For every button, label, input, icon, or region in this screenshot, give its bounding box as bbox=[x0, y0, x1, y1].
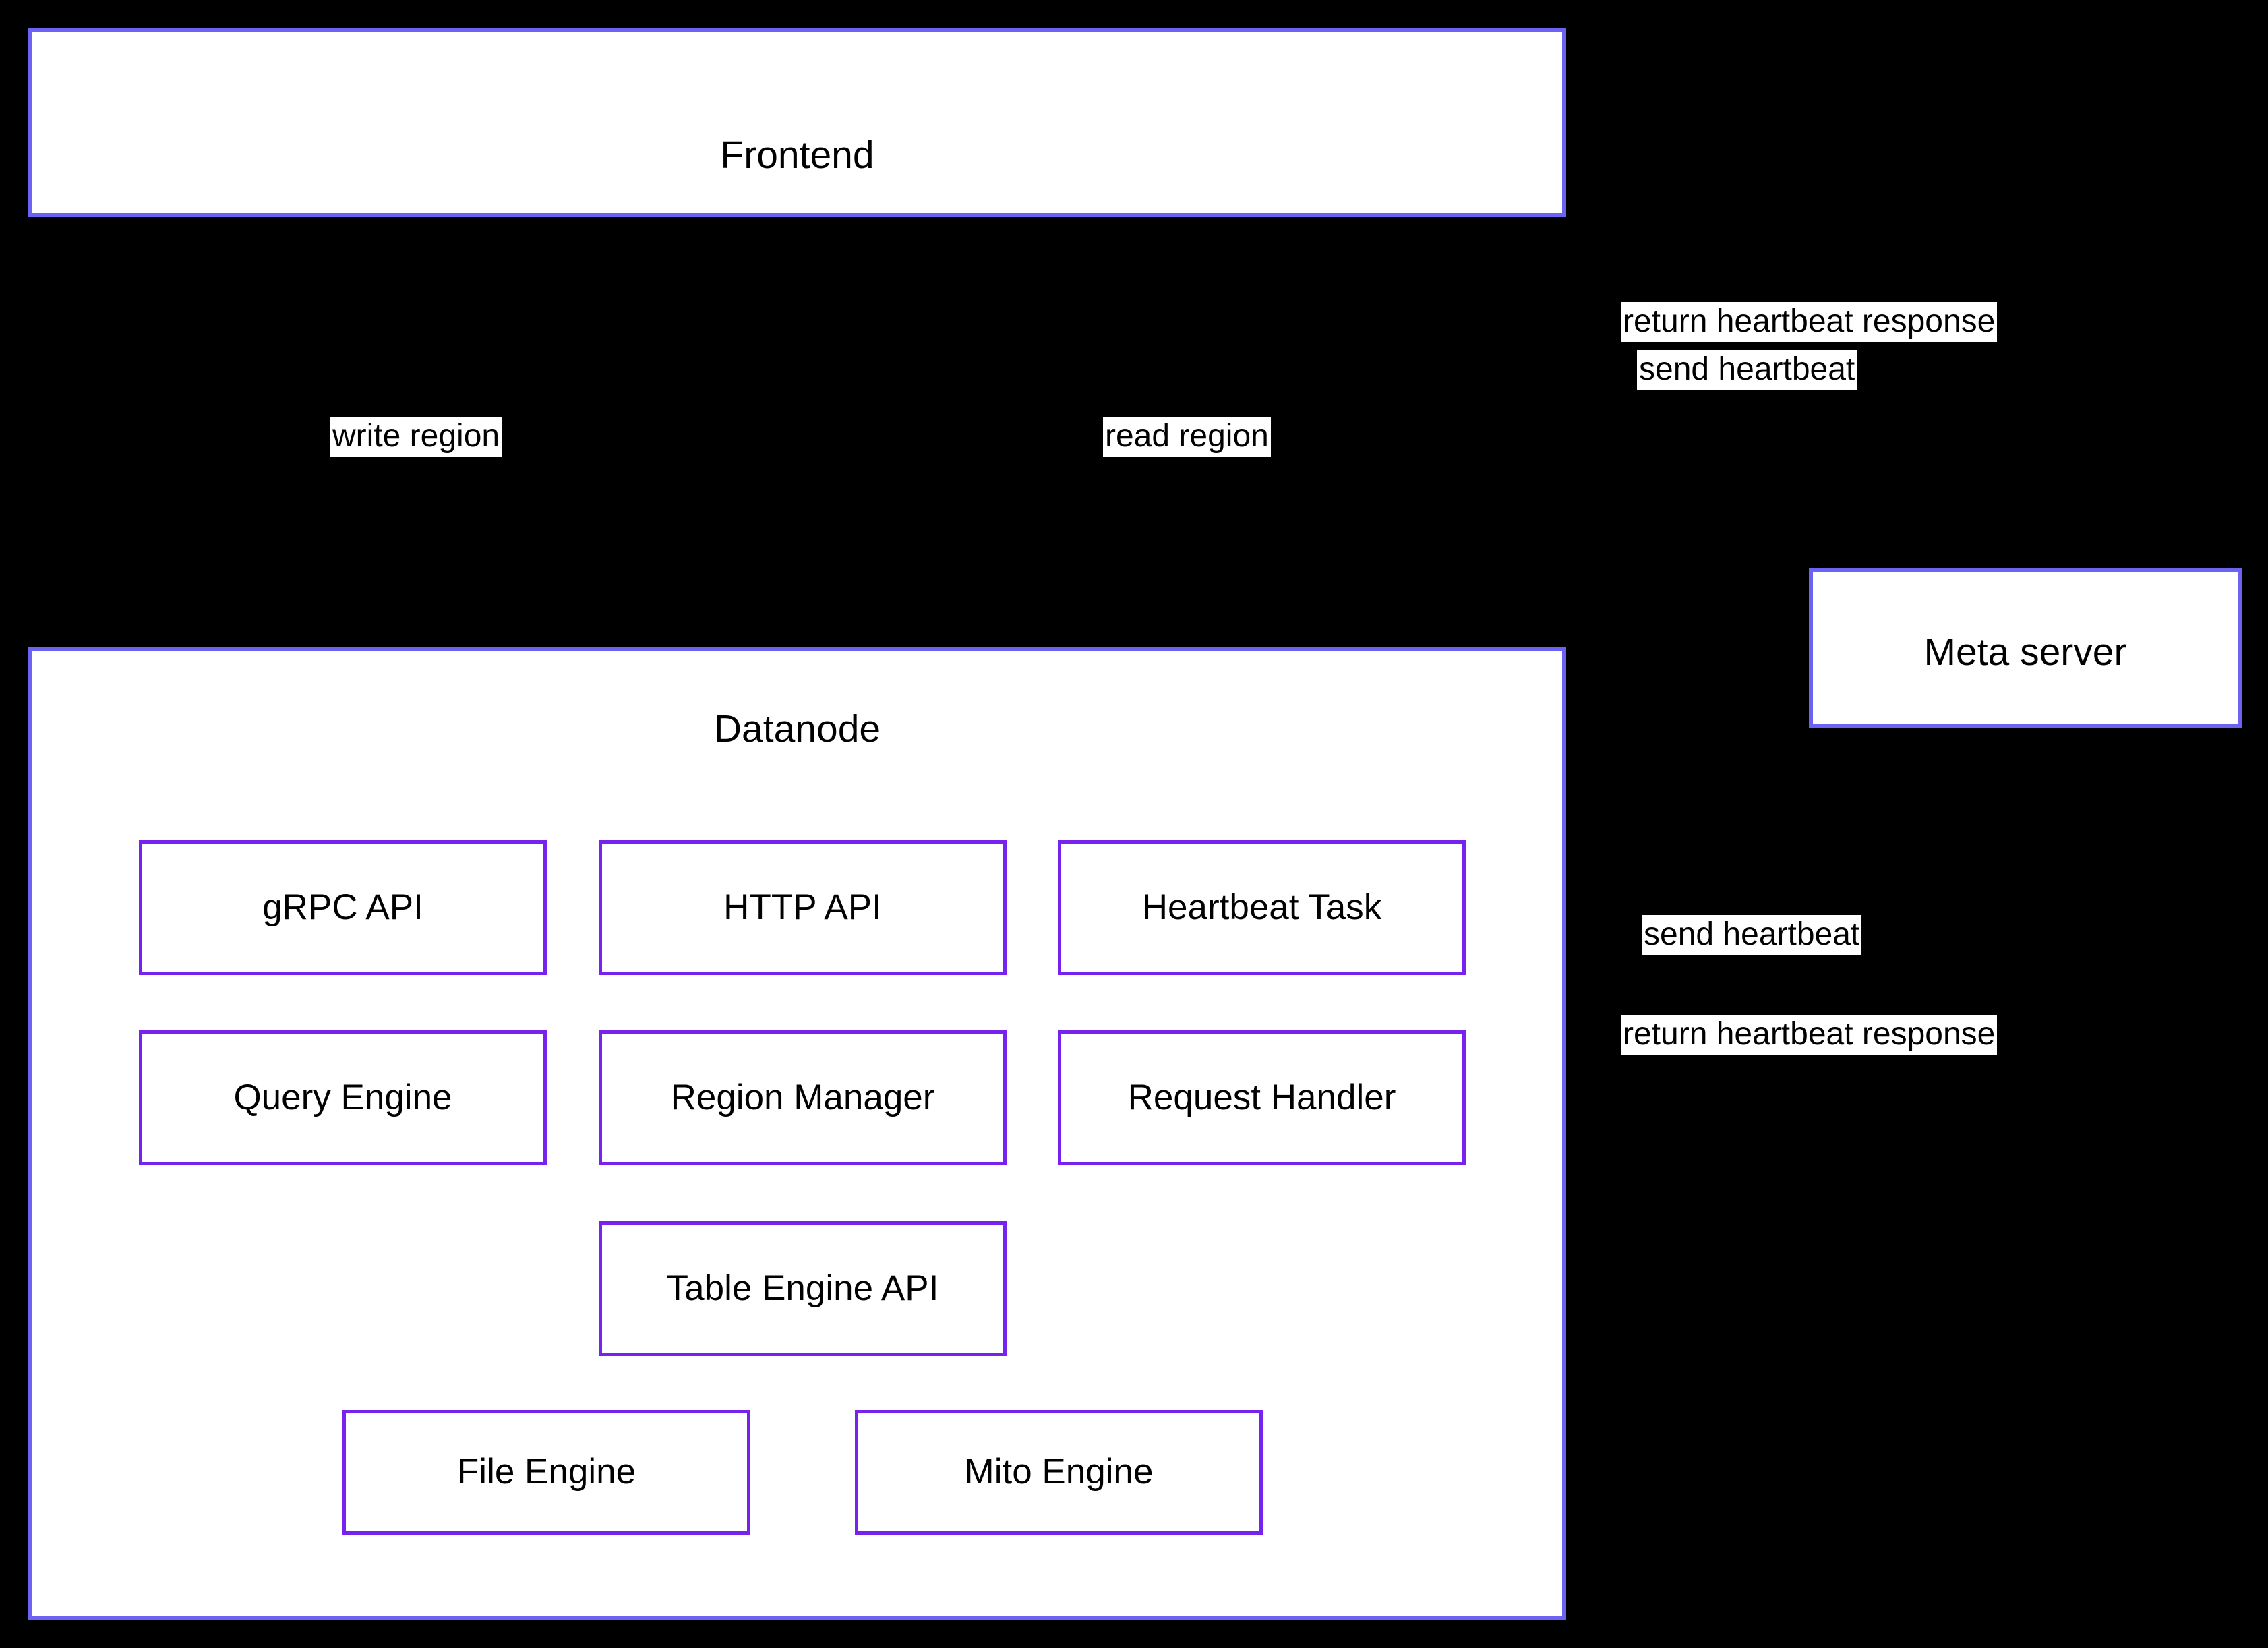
meta-server-label: Meta server bbox=[1923, 630, 2127, 674]
datanode-node[interactable]: Datanode gRPC API HTTP API Heartbeat Tas… bbox=[28, 647, 1566, 1620]
edge-label-frontend-send-heartbeat: send heartbeat bbox=[1637, 350, 1857, 390]
component-label: Heartbeat Task bbox=[1141, 887, 1382, 927]
component-label: Query Engine bbox=[233, 1077, 452, 1117]
edge-label-read-region: read region bbox=[1103, 417, 1271, 457]
component-label: Mito Engine bbox=[964, 1452, 1154, 1492]
edge-label-frontend-return-heartbeat-response: return heartbeat response bbox=[1621, 302, 1998, 342]
frontend-node[interactable]: Frontend bbox=[28, 28, 1566, 217]
component-region-manager[interactable]: Region Manager bbox=[599, 1030, 1007, 1165]
component-mito-engine[interactable]: Mito Engine bbox=[855, 1410, 1263, 1535]
edge-label-datanode-send-heartbeat: send heartbeat bbox=[1642, 915, 1862, 955]
frontend-label: Frontend bbox=[720, 134, 874, 177]
edge-label-datanode-return-heartbeat-response: return heartbeat response bbox=[1621, 1015, 1998, 1055]
datanode-label: Datanode bbox=[713, 707, 881, 751]
component-label: Region Manager bbox=[670, 1077, 935, 1117]
edge-frontend-send-heartbeat bbox=[1566, 119, 1920, 571]
component-label: Request Handler bbox=[1127, 1077, 1396, 1117]
component-label: File Engine bbox=[456, 1452, 636, 1492]
component-label: gRPC API bbox=[262, 887, 423, 927]
component-label: Table Engine API bbox=[666, 1268, 939, 1308]
component-file-engine[interactable]: File Engine bbox=[342, 1410, 750, 1535]
component-grpc-api[interactable]: gRPC API bbox=[139, 840, 547, 975]
edge-label-write-region: write region bbox=[330, 417, 502, 457]
component-http-api[interactable]: HTTP API bbox=[599, 840, 1007, 975]
component-query-engine[interactable]: Query Engine bbox=[139, 1030, 547, 1165]
component-label: HTTP API bbox=[723, 887, 882, 927]
component-table-engine-api[interactable]: Table Engine API bbox=[599, 1221, 1007, 1356]
component-heartbeat-task[interactable]: Heartbeat Task bbox=[1058, 840, 1466, 975]
component-request-handler[interactable]: Request Handler bbox=[1058, 1030, 1466, 1165]
meta-server-node[interactable]: Meta server bbox=[1809, 568, 2242, 728]
